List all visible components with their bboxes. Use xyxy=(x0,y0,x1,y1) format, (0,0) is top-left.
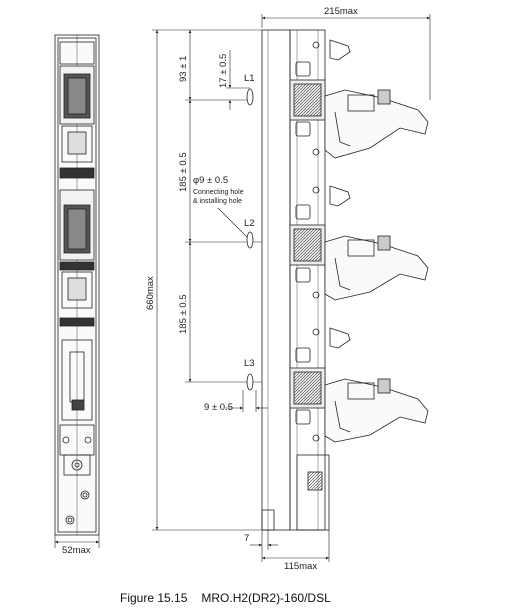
pitch-2-label: 185 ± 0.5 xyxy=(178,294,189,334)
level-label-l2: L2 xyxy=(244,218,255,229)
hole-l2 xyxy=(246,231,254,249)
fuse-module-3 xyxy=(289,327,429,443)
hole-l3 xyxy=(246,373,254,391)
pitch-1-label: 185 ± 0.5 xyxy=(178,152,189,192)
figure-label: Figure 15.15 xyxy=(120,591,188,605)
level-label-l1: L1 xyxy=(244,73,255,84)
hole-l1 xyxy=(246,88,254,106)
mount-offset-label: 17 ± 0.5 xyxy=(218,54,229,88)
figure-model: MRO.H2(DR2)-160/DSL xyxy=(201,591,331,605)
hole-note-line2: & installing hole xyxy=(193,198,242,205)
hole-note-line1: Connecting hole xyxy=(193,189,244,196)
front-width-label: 52max xyxy=(62,545,91,556)
mounting-holes xyxy=(246,88,254,391)
front-view xyxy=(54,34,100,536)
front-width-dimension: 52max xyxy=(54,535,100,556)
level-label-l3: L3 xyxy=(244,358,255,369)
overall-depth-label: 215max xyxy=(324,6,358,17)
hole-diameter-label: φ9 ± 0.5 xyxy=(193,175,228,186)
base-depth-label: 115max xyxy=(284,561,317,572)
figure-caption: Figure 15.15 MRO.H2(DR2)-160/DSL xyxy=(120,591,345,605)
fuse-module-2 xyxy=(289,185,429,301)
overall-height-label: 660max xyxy=(145,276,156,310)
fuse-module-1 xyxy=(289,39,429,159)
side-view-body xyxy=(261,29,330,531)
top-offset-label: 93 ± 1 xyxy=(178,56,189,82)
side-offset-label: 9 ± 0.5 xyxy=(204,402,233,413)
base-offset-label: 7 xyxy=(244,533,249,544)
